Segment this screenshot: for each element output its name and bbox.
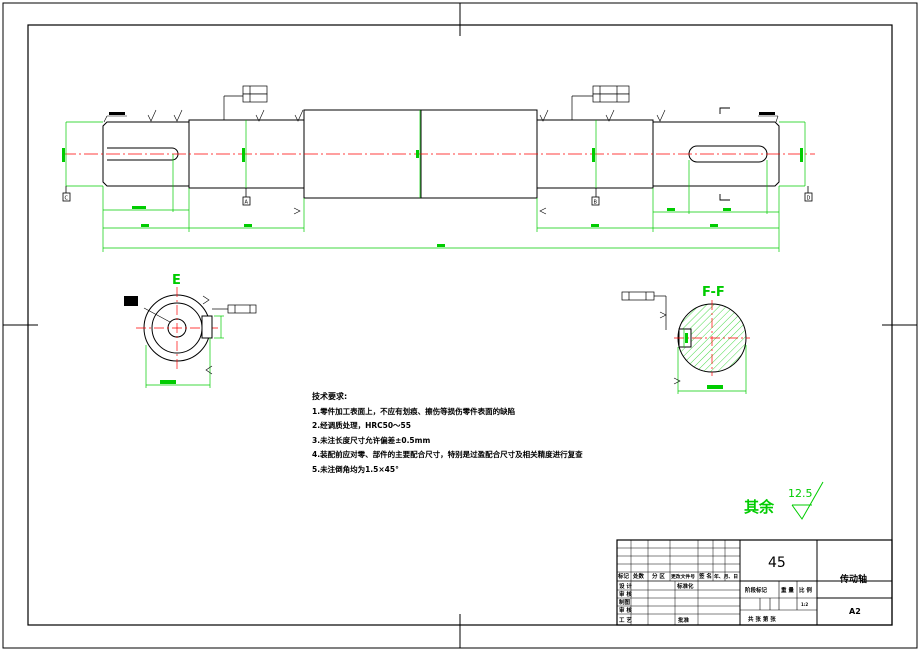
tech-heading: 技术要求: [312,392,348,401]
section-cut-f [719,107,730,201]
tb-ratio: 比 例 [799,586,812,594]
tb-design: 设 计 [619,582,632,590]
tolerance-frame-left [223,85,268,120]
shaft-dimensions [65,110,806,252]
section-ff-title: F-F [702,285,725,300]
tech-requirements: 技术要求: 1.零件加工表面上，不应有划痕、擦伤等损伤零件表面的缺陷 2.经调质… [312,390,632,478]
datum-d-label: D [807,196,811,202]
other-finish-value: 12.5 [788,487,813,500]
tech-item-3: 3.未注长度尺寸允许偏差±0.5mm [312,435,431,445]
roughness-symbols [147,109,666,215]
tb-label-sign: 签 名 [698,572,712,580]
tech-item-5: 5.未注倒角均为1.5×45° [312,464,399,474]
datum-b-label: B [594,200,598,206]
tb-standardization: 标准化 [676,582,694,590]
tech-item-4: 4.装配前应对零、部件的主要配合尺寸，特别是过盈配合尺寸及相关精度进行复查 [312,450,583,460]
section-ff-view [621,291,750,394]
tb-label-change-doc: 更改文件号 [671,573,695,580]
tb-draw: 制图 [619,598,631,606]
chamfer-leaders [103,115,779,123]
tolerance-frame-right [571,85,630,120]
datum-a-label: A [245,200,249,206]
section-e-title: E [172,273,181,288]
tb-sheet-size: A2 [849,607,861,616]
tb-process: 工 艺 [619,616,632,624]
tb-check: 审 核 [619,590,632,598]
tb-stage-mark: 阶段标记 [745,586,768,594]
tb-part-name: 传动轴 [839,573,867,585]
tech-item-1: 1.零件加工表面上，不应有划痕、擦伤等损伤零件表面的缺陷 [312,406,516,416]
tb-label-zone: 分 区 [652,572,665,580]
tb-check-2: 审 核 [619,606,632,614]
section-e-view [124,287,257,388]
title-block [616,539,893,626]
chamfer-left-text [109,112,125,115]
tech-item-2: 2.经调质处理，HRC50～55 [312,421,411,431]
tb-scale: 1:2 [801,602,808,607]
tb-label-mark: 标记 [617,572,630,580]
tb-label-count: 处数 [632,572,645,580]
shaft-dimension-values [62,148,803,247]
other-finish-label: 其余 [744,498,775,516]
tb-label-date: 年、月、日 [714,573,738,580]
datum-c-label: C [65,196,69,202]
tb-weight: 重 量 [781,586,794,594]
tb-material: 45 [768,555,786,571]
datum-markers [62,186,813,206]
other-finish-mark: 其余 12.5 [744,481,824,520]
chamfer-right-text [759,112,775,115]
tb-approve: 批准 [678,616,690,624]
tb-sheets: 共 张 第 张 [748,615,776,623]
centering-marks [3,3,917,648]
